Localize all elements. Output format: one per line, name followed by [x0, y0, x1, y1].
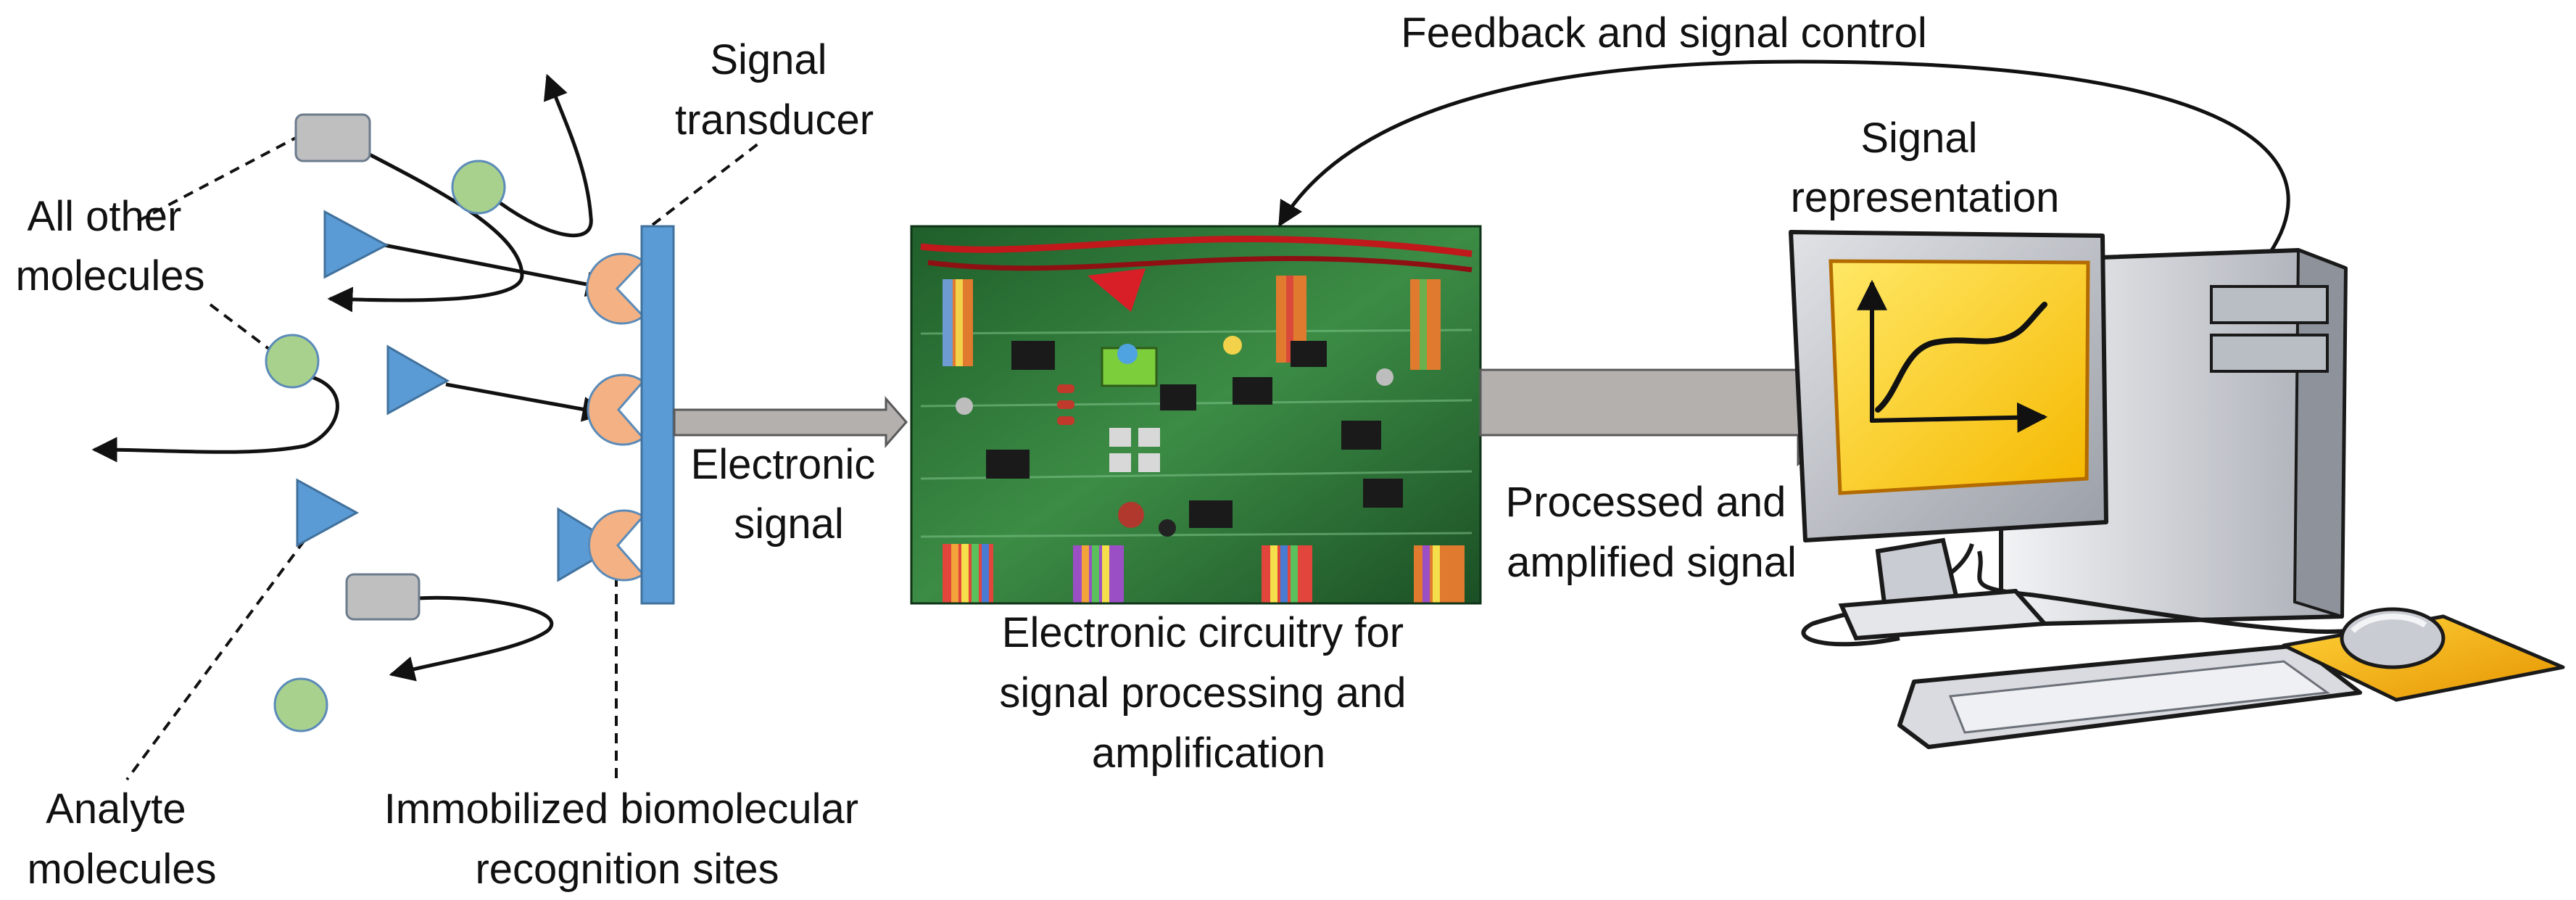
molecule-box-1 [294, 113, 371, 162]
molecule-sphere-2 [265, 334, 320, 389]
label-all-other-molecules: All other molecules [15, 193, 204, 300]
analyte-triangle-3 [296, 478, 360, 548]
signal-transducer-bar [640, 225, 675, 605]
computer-illustration [1789, 230, 2565, 749]
feedback-arrow [1277, 59, 2290, 255]
binding-arrow-2 [445, 382, 608, 422]
label-signal-representation: Signal representation [1791, 115, 2060, 221]
label-feedback: Feedback and signal control [1401, 9, 1926, 57]
receptor-site-1 [586, 252, 645, 325]
analyte-triangle-2 [386, 344, 450, 416]
label-circuitry: Electronic circuitry for signal processi… [999, 609, 1417, 777]
leader-line-analyte [125, 539, 306, 781]
binding-arrow-1 [384, 243, 612, 297]
leader-line-other-molecules-2 [209, 303, 277, 355]
analyte-triangle-1 [323, 210, 389, 279]
trajectory-box-top [327, 149, 524, 313]
screen-graph [1857, 279, 2048, 433]
trajectory-sphere-top [499, 73, 593, 238]
trajectory-sphere-mid [91, 375, 339, 463]
leader-line-other-molecules-1 [137, 136, 297, 223]
label-signal-transducer: Signal transducer [675, 36, 874, 144]
receptor-site-2 [587, 373, 645, 446]
label-analyte-molecules: Analyte molecules [27, 785, 216, 893]
label-electronic-signal: Electronic signal [691, 441, 887, 548]
molecule-sphere-3 [273, 677, 328, 732]
label-processed-signal: Processed and amplified signal [1505, 479, 1797, 586]
circuit-board-image [910, 225, 1482, 605]
molecules-area [91, 73, 763, 781]
receptor-site-3 [587, 509, 645, 582]
molecule-sphere-1 [451, 160, 506, 215]
monitor-screen [1829, 259, 2090, 495]
label-recognition-sites: Immobilized biomolecular recognition sit… [384, 785, 871, 893]
trajectory-box-bottom [389, 595, 554, 682]
leader-line-transducer [651, 140, 763, 226]
electronic-signal-arrow [673, 396, 908, 448]
molecule-box-2 [345, 573, 421, 621]
